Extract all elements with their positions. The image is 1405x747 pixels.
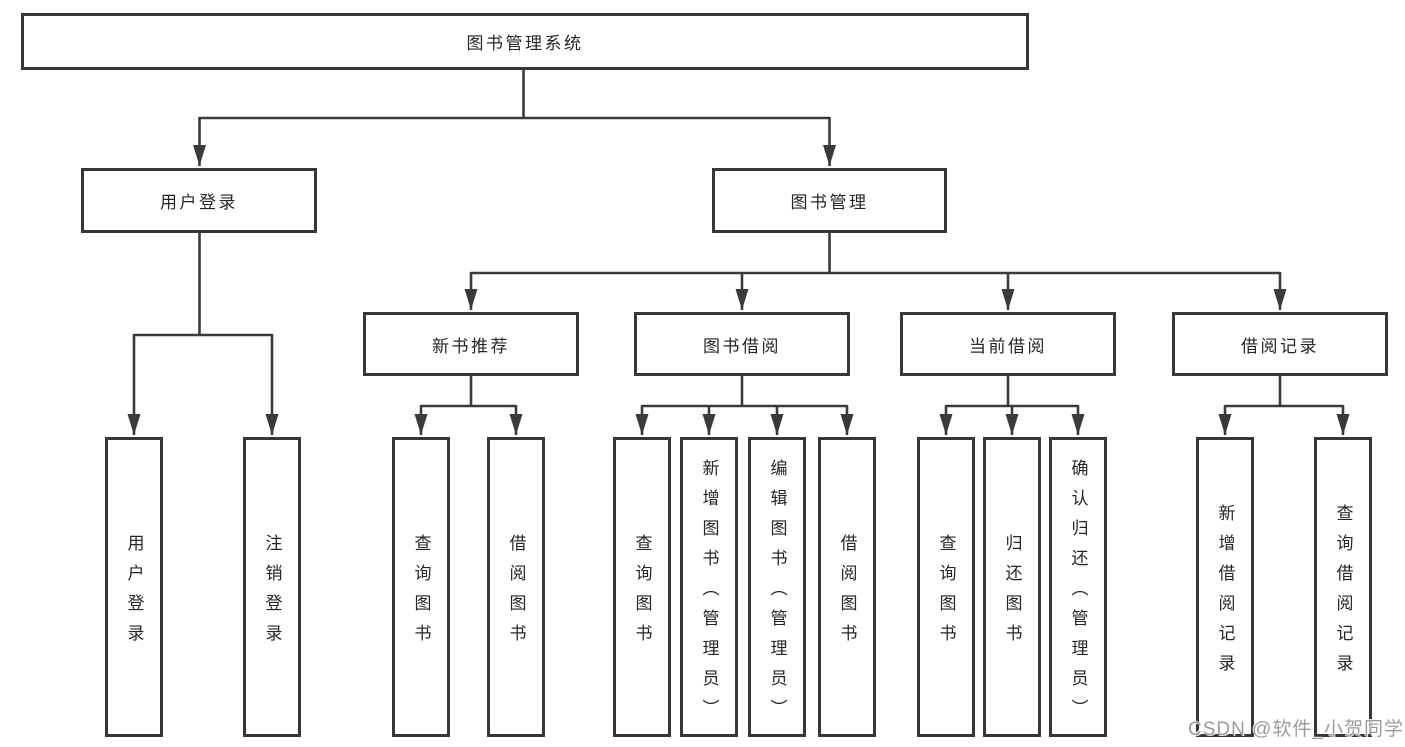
leaf-add-book-admin: 新增图书（管理员） [680,437,738,737]
leaf-query-books-3: 查询图书 [917,437,975,737]
leaf-add-borrow-record-label: 新增借阅记录 [1215,503,1235,684]
node-current-borrowing: 当前借阅 [900,312,1116,376]
leaf-logout: 注销登录 [243,437,301,737]
watermark-text: CSDN @软件_小贺同学 [1188,719,1404,740]
leaf-borrow-books-2: 借阅图书 [818,437,876,737]
node-library-system: 图书管理系统 [21,13,1029,70]
leaf-borrow-books-2-label: 借阅图书 [837,533,857,654]
leaf-query-books-3-label: 查询图书 [936,533,956,654]
leaf-user-login: 用户登录 [105,437,163,737]
node-book-borrowing: 图书借阅 [634,312,850,376]
node-borrow-records: 借阅记录 [1172,312,1388,376]
node-user-login: 用户登录 [81,168,317,233]
leaf-confirm-return-admin: 确认归还（管理员） [1049,437,1107,737]
leaf-query-books-1-label: 查询图书 [411,533,431,654]
leaf-query-books-2-label: 查询图书 [632,533,652,654]
leaf-query-borrow-record: 查询借阅记录 [1314,437,1372,737]
leaf-query-books-2: 查询图书 [613,437,671,737]
leaf-edit-book-admin: 编辑图书（管理员） [748,437,806,737]
leaf-logout-label: 注销登录 [262,533,282,654]
leaf-user-login-label: 用户登录 [124,533,144,654]
leaf-add-book-admin-label: 新增图书（管理员） [699,458,719,729]
node-new-book-recommend: 新书推荐 [363,312,579,376]
leaf-add-borrow-record: 新增借阅记录 [1196,437,1254,737]
leaf-query-borrow-record-label: 查询借阅记录 [1333,503,1353,684]
leaf-confirm-return-admin-label: 确认归还（管理员） [1068,458,1088,729]
leaf-return-book-label: 归还图书 [1002,533,1022,654]
leaf-edit-book-admin-label: 编辑图书（管理员） [767,458,787,729]
leaf-query-books-1: 查询图书 [392,437,450,737]
leaf-borrow-books-1-label: 借阅图书 [506,533,526,654]
node-book-management: 图书管理 [712,168,947,233]
leaf-return-book: 归还图书 [983,437,1041,737]
leaf-borrow-books-1: 借阅图书 [487,437,545,737]
